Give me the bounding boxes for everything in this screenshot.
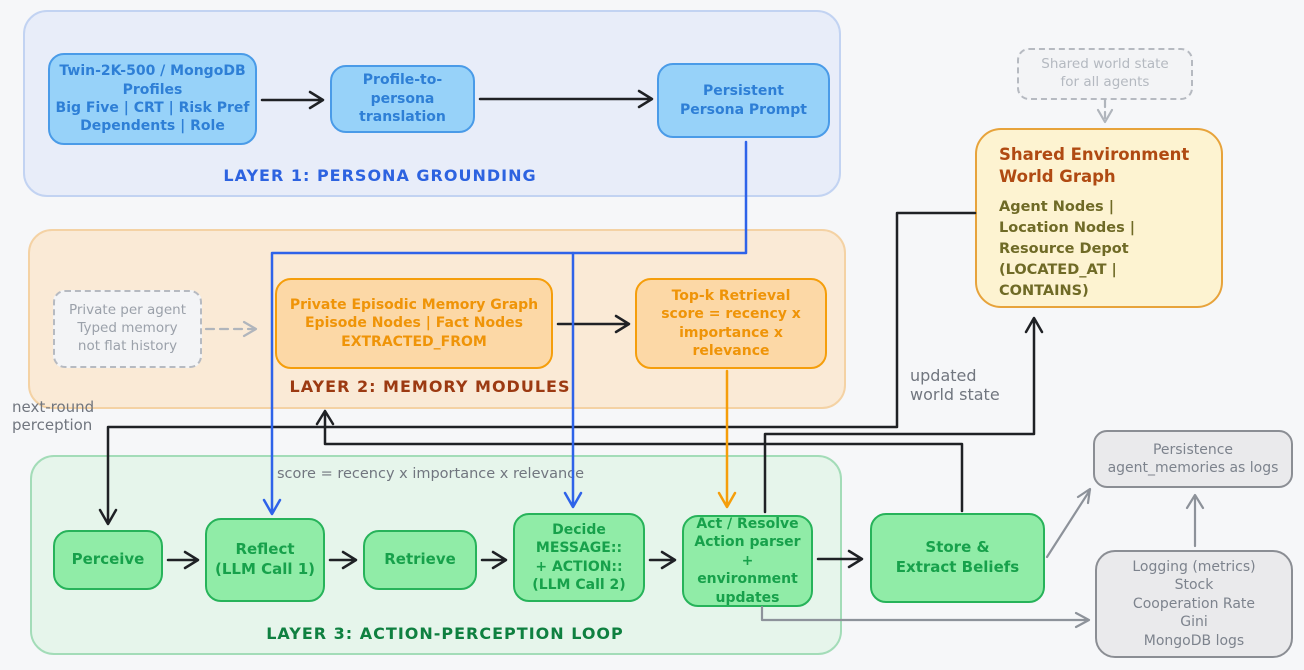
node-persona-prompt: Persistent Persona Prompt bbox=[657, 63, 830, 138]
node-perceive: Perceive bbox=[53, 530, 163, 590]
node-retrieve: Retrieve bbox=[363, 530, 477, 590]
annotation-score-formula: score = recency x importance x relevance bbox=[277, 466, 585, 482]
node-logging: Logging (metrics) Stock Cooperation Rate… bbox=[1095, 550, 1293, 658]
node-twin-profiles: Twin-2K-500 / MongoDB Profiles Big Five … bbox=[48, 53, 257, 145]
node-profile-translation: Profile-to-persona translation bbox=[330, 65, 475, 133]
note-private-per-agent: Private per agent Typed memory not flat … bbox=[53, 290, 202, 368]
arrow-logging-to-persistence bbox=[1185, 493, 1205, 548]
node-decide: Decide MESSAGE:: + ACTION:: (LLM Call 2) bbox=[513, 513, 645, 602]
node-episodic-memory: Private Episodic Memory Graph Episode No… bbox=[275, 278, 553, 369]
world-graph-body: Agent Nodes | Location Nodes | Resource … bbox=[999, 198, 1136, 299]
world-graph-title: Shared Environment World Graph bbox=[999, 145, 1190, 187]
node-topk-retrieval: Top-k Retrieval score = recency x import… bbox=[635, 278, 827, 369]
layer1-label: LAYER 1: PERSONA GROUNDING bbox=[223, 166, 537, 185]
layer3-label: LAYER 3: ACTION-PERCEPTION LOOP bbox=[266, 624, 624, 643]
annotation-next-round-perception: next-round perception bbox=[12, 398, 95, 434]
arrowhead-shared-note bbox=[1096, 108, 1114, 124]
note-shared-world-state: Shared world state for all agents bbox=[1017, 48, 1193, 100]
node-reflect: Reflect (LLM Call 1) bbox=[205, 518, 325, 602]
annotation-updated-world-state: updated world state bbox=[910, 366, 1000, 404]
node-persistence: Persistence agent_memories as logs bbox=[1093, 430, 1293, 488]
node-store-beliefs: Store & Extract Beliefs bbox=[870, 513, 1045, 603]
node-act-resolve: Act / Resolve Action parser + environmen… bbox=[682, 515, 813, 607]
node-world-graph: Shared Environment World Graph Agent Nod… bbox=[975, 128, 1223, 308]
arrow-store-to-persistence bbox=[1045, 487, 1092, 559]
layer2-label: LAYER 2: MEMORY MODULES bbox=[289, 377, 571, 396]
